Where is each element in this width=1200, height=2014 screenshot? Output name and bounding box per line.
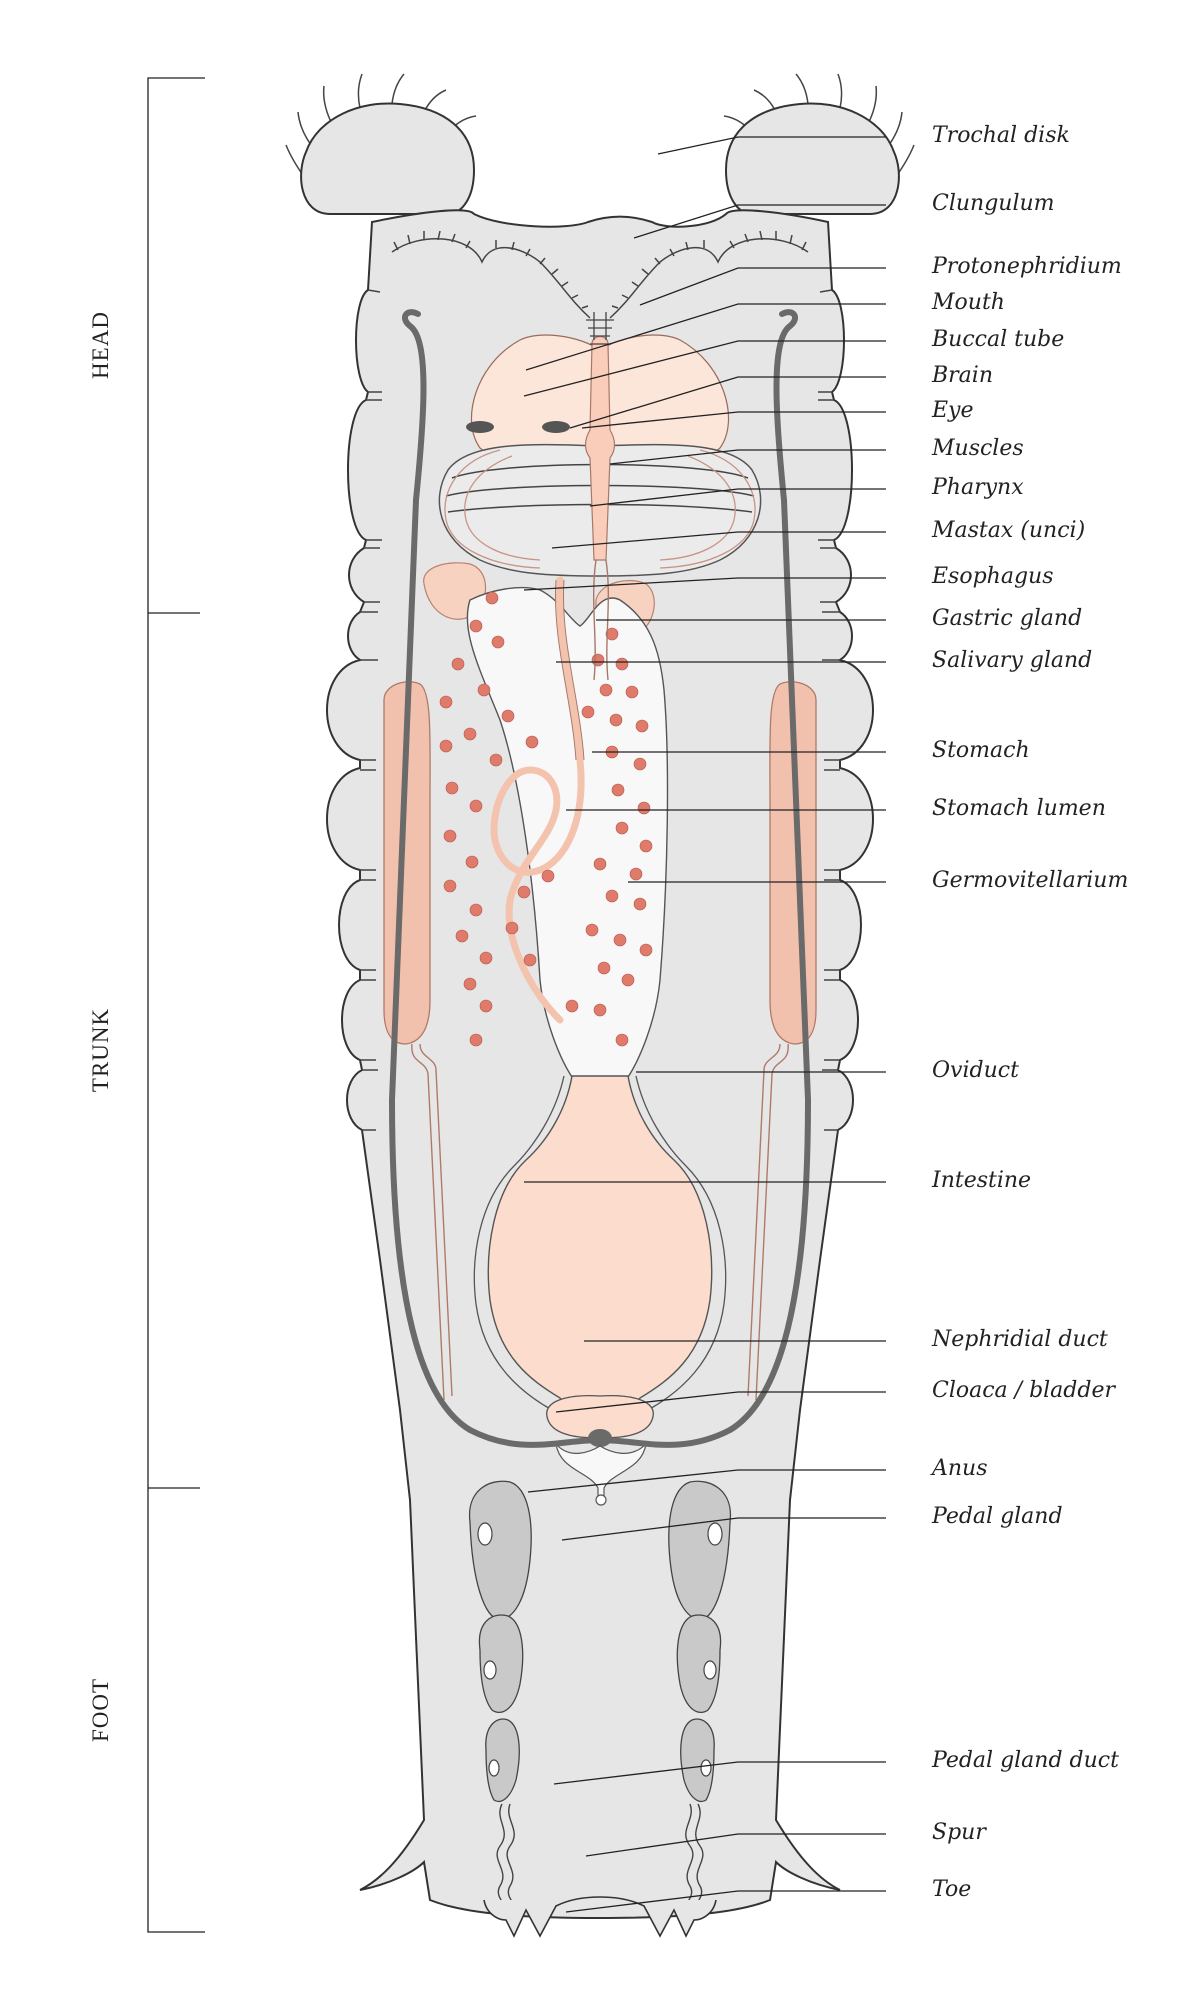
label-esophagus: Esophagus [931,564,1054,589]
toe [483,1896,717,1938]
oviduct-right [747,1043,789,1401]
label-brain: Brain [931,363,993,388]
label-intestine: Intestine [931,1168,1031,1193]
pharynx-muscle-left [444,449,541,569]
eye-right [542,421,570,433]
label-pedal-gland: Pedal gland [931,1504,1063,1529]
rotifer-body [285,73,915,1938]
label-pharynx: Pharynx [931,475,1024,500]
label-toe: Toe [932,1877,971,1902]
label-trochal-disk: Trochal disk [932,123,1070,148]
pedal-gland-duct-right [683,1803,704,1911]
label-salivary-gland: Salivary gland [932,648,1092,673]
label-spur: Spur [932,1820,987,1845]
pedal-gland-duct-left [496,1803,517,1911]
section-label-foot: FOOT [88,1678,113,1742]
label-cloaca-bladder: Cloaca / bladder [932,1378,1116,1403]
stomach-lumen [490,576,585,1024]
cilia [285,73,915,179]
label-mouth: Mouth [931,290,1005,315]
trochal-disk-right [724,102,900,215]
label-pedal-gland-duct: Pedal gland duct [931,1748,1119,1773]
oviduct-left [411,1043,453,1401]
pharynx-muscle-right [659,449,756,569]
label-stomach: Stomach [932,738,1030,763]
eye-left [466,421,494,433]
label-nephridial-duct: Nephridial duct [931,1327,1108,1352]
clungulum-left [391,237,591,319]
label-muscles: Muscles [931,436,1024,461]
protonephridium-left [388,309,603,1448]
section-label-trunk: TRUNK [88,1008,113,1092]
pedal-glands [469,1480,731,1803]
label-protonephridium: Protonephridium [931,254,1122,279]
protonephridium-right [597,309,812,1448]
segment-rings [360,289,840,1131]
mouth [586,312,614,345]
section-label-head: HEAD [88,311,113,379]
label-buccal-tube: Buccal tube [931,327,1064,352]
label-eye: Eye [931,398,974,423]
clungulum-right [609,237,809,319]
label-germovitellarium: Germovitellarium [932,868,1128,893]
label-oviduct: Oviduct [932,1058,1019,1083]
stomach [466,586,669,1081]
stomach-granules [439,591,653,1047]
label-stomach-lumen: Stomach lumen [932,796,1106,821]
section-bracket [147,77,205,1933]
clungulum-cilia [393,230,807,309]
trochal-disk-left [300,102,476,215]
label-gastric-gland: Gastric gland [932,606,1082,631]
label-mastax-unci: Mastax (unci) [931,518,1085,543]
label-clungulum: Clungulum [932,191,1055,216]
label-anus: Anus [930,1456,988,1481]
anus [595,1494,607,1506]
leader-lines [523,136,886,1913]
